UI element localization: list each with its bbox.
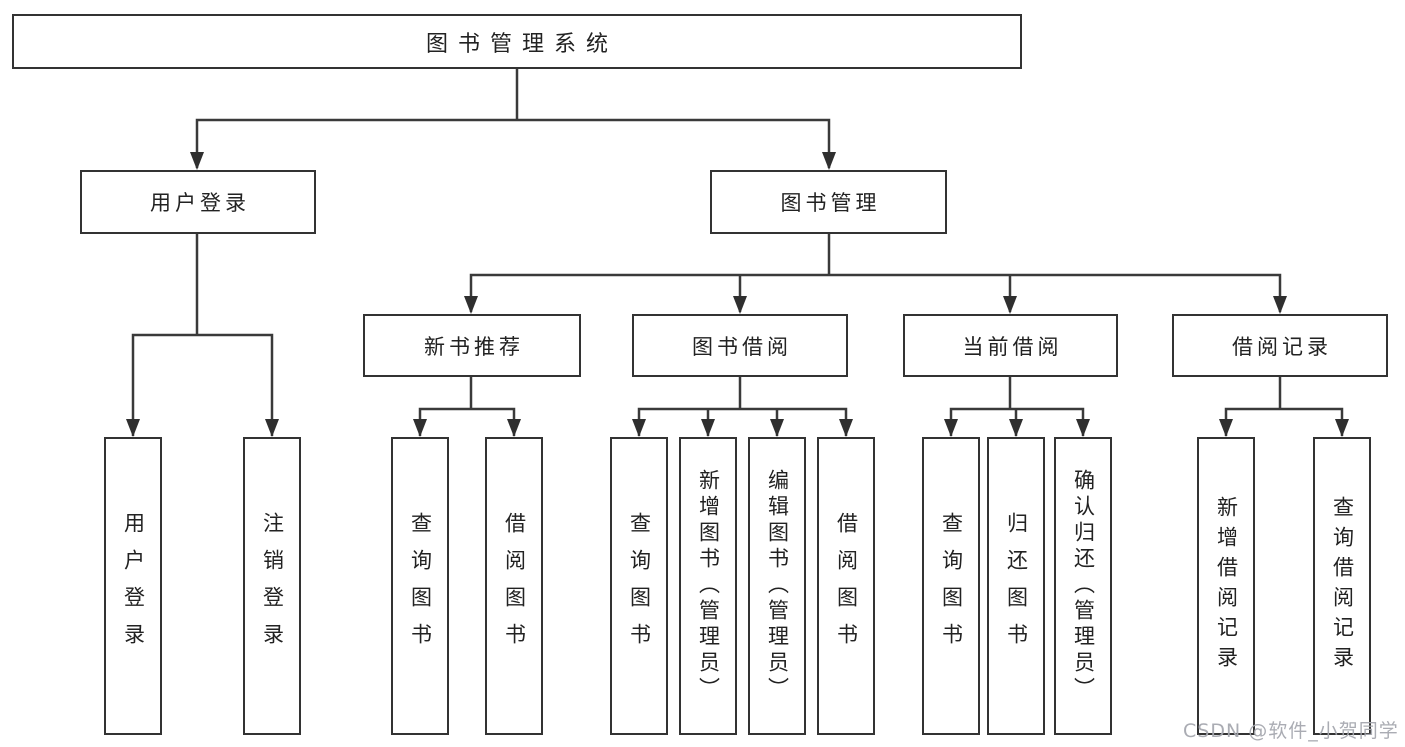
node-label: 用户登录 xyxy=(150,191,250,215)
node-borrow-records: 借阅记录 xyxy=(1172,314,1388,377)
leaf-add-book-admin: 新增图书（管理员） xyxy=(679,437,737,735)
leaf-query-books: 查询图书 xyxy=(391,437,449,735)
node-book-management: 图书管理 xyxy=(710,170,947,234)
node-label: 用户登录 xyxy=(121,512,146,660)
node-label: 借阅图书 xyxy=(834,512,859,660)
leaf-add-borrow-record: 新增借阅记录 xyxy=(1197,437,1255,735)
node-label: 查询图书 xyxy=(627,512,652,660)
connector-strokes xyxy=(131,67,1344,436)
leaf-logout: 注销登录 xyxy=(243,437,301,735)
leaf-confirm-return-admin: 确认归还（管理员） xyxy=(1054,437,1112,735)
node-label: 归还图书 xyxy=(1004,512,1029,660)
node-label: 编辑图书（管理员） xyxy=(765,469,790,703)
leaf-borrow-books-2: 借阅图书 xyxy=(817,437,875,735)
node-library-system: 图书管理系统 xyxy=(12,14,1022,69)
node-label: 查询图书 xyxy=(408,512,433,660)
leaf-return-book: 归还图书 xyxy=(987,437,1045,735)
node-label: 借阅记录 xyxy=(1232,334,1332,359)
node-label: 查询借阅记录 xyxy=(1330,496,1355,676)
node-label: 查询图书 xyxy=(939,512,964,660)
csdn-watermark: CSDN @软件_小贺同学 xyxy=(1183,720,1399,742)
node-label: 新书推荐 xyxy=(424,334,524,359)
node-book-borrow: 图书借阅 xyxy=(632,314,848,377)
node-new-book-recommend: 新书推荐 xyxy=(363,314,581,377)
leaf-borrow-books: 借阅图书 xyxy=(485,437,543,735)
leaf-query-books-3: 查询图书 xyxy=(922,437,980,735)
node-label: 图书借阅 xyxy=(692,334,792,359)
node-label: 借阅图书 xyxy=(502,512,527,660)
leaf-user-login: 用户登录 xyxy=(104,437,162,735)
leaf-query-borrow-record: 查询借阅记录 xyxy=(1313,437,1371,735)
node-current-borrow: 当前借阅 xyxy=(903,314,1118,377)
node-label: 图书管理系统 xyxy=(425,31,618,57)
node-label: 确认归还（管理员） xyxy=(1071,469,1096,703)
node-user-login: 用户登录 xyxy=(80,170,316,234)
node-label: 当前借阅 xyxy=(962,334,1063,359)
node-label: 新增借阅记录 xyxy=(1214,496,1239,676)
node-label: 图书管理 xyxy=(780,191,881,215)
node-label: 注销登录 xyxy=(260,512,285,660)
leaf-edit-book-admin: 编辑图书（管理员） xyxy=(748,437,806,735)
leaf-query-books-2: 查询图书 xyxy=(610,437,668,735)
node-label: 新增图书（管理员） xyxy=(696,469,721,703)
